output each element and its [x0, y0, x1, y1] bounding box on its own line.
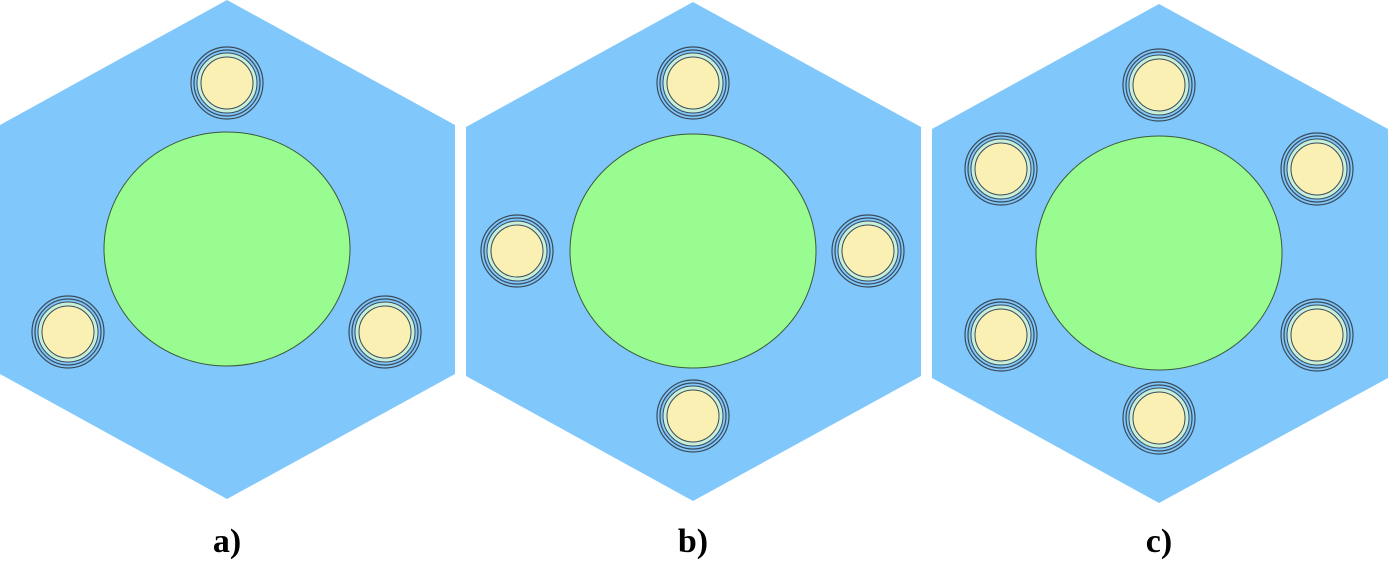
fuel-pin-icon	[190, 46, 264, 120]
fuel-pin-icon	[1280, 132, 1354, 206]
pin-outer-ring	[1280, 132, 1354, 206]
fuel-pin-icon	[1280, 298, 1354, 372]
pin-core	[1290, 308, 1344, 362]
pin-core	[1132, 58, 1186, 112]
fuel-pin-icon	[1122, 381, 1196, 455]
pin-core	[358, 305, 412, 359]
fuel-pin-icon	[964, 132, 1038, 206]
pin-cladding-ring	[351, 298, 419, 366]
center-circle	[1035, 135, 1283, 371]
fuel-pin-icon	[656, 46, 730, 120]
pin-group	[964, 48, 1354, 455]
center-circle	[569, 133, 817, 369]
pin-outer-ring	[31, 295, 105, 369]
pin-outer-ring	[1280, 298, 1354, 372]
panel-label-c: c)	[1146, 523, 1172, 560]
pin-outer-ring	[480, 214, 554, 288]
pin-outer-ring	[656, 379, 730, 453]
pin-core	[490, 224, 544, 278]
pin-core	[666, 56, 720, 110]
pin-cladding-ring	[967, 135, 1035, 203]
fuel-pin-icon	[31, 295, 105, 369]
pin-core	[200, 56, 254, 110]
pin-group	[31, 46, 422, 369]
pin-cladding-ring	[1125, 51, 1193, 119]
pin-core	[1290, 142, 1344, 196]
pin-cladding-ring	[659, 382, 727, 450]
pin-outer-ring	[1122, 381, 1196, 455]
pin-cladding-ring	[193, 49, 261, 117]
pin-outer-ring	[348, 295, 422, 369]
fuel-pin-icon	[831, 214, 905, 288]
panel-c: c)	[932, 4, 1388, 560]
fuel-pin-icon	[964, 298, 1038, 372]
pin-cladding-ring	[1283, 301, 1351, 369]
pin-cladding-ring	[659, 49, 727, 117]
pin-cladding-ring	[1283, 135, 1351, 203]
pin-outer-ring	[831, 214, 905, 288]
fuel-pin-icon	[480, 214, 554, 288]
pin-core	[41, 305, 95, 359]
pin-core	[974, 142, 1028, 196]
fuel-pin-icon	[348, 295, 422, 369]
panel-b: b)	[466, 2, 921, 560]
pin-cladding-ring	[967, 301, 1035, 369]
pin-outer-ring	[656, 46, 730, 120]
pin-cladding-ring	[34, 298, 102, 366]
pin-outer-ring	[964, 132, 1038, 206]
pin-core	[1132, 391, 1186, 445]
pin-core	[666, 389, 720, 443]
pin-outer-ring	[964, 298, 1038, 372]
pin-cladding-ring	[1125, 384, 1193, 452]
pin-cladding-ring	[483, 217, 551, 285]
pin-core	[974, 308, 1028, 362]
center-circle	[103, 131, 351, 367]
panel-label-a: a)	[213, 523, 241, 560]
panel-label-b: b)	[678, 523, 708, 560]
fuel-pin-icon	[656, 379, 730, 453]
pin-cladding-ring	[834, 217, 902, 285]
panel-a: a)	[0, 0, 455, 560]
pin-outer-ring	[190, 46, 264, 120]
pin-core	[841, 224, 895, 278]
pin-group	[480, 46, 905, 453]
pin-outer-ring	[1122, 48, 1196, 122]
fuel-pin-icon	[1122, 48, 1196, 122]
